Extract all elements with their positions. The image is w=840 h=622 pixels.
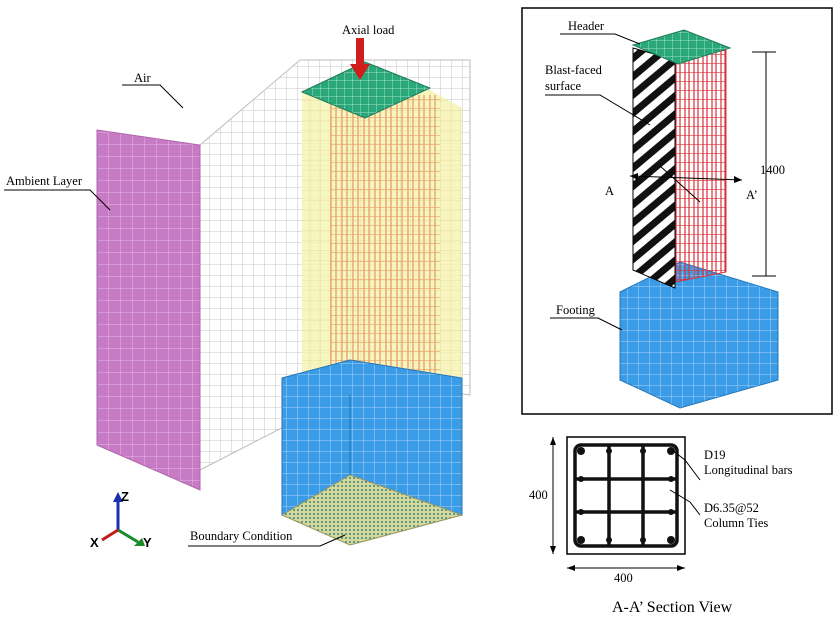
section-view: 400 400 D19 Longitudinal bars D6.35@52 C…: [529, 436, 793, 616]
section-outline: [566, 436, 686, 555]
section-a-left-label: A: [605, 184, 614, 198]
section-height-dimension: 400: [529, 437, 556, 554]
footing-label: Footing: [556, 303, 596, 317]
height-dimension: 1400: [752, 51, 785, 277]
concrete-column: [302, 90, 462, 395]
tie-label-2: Column Ties: [704, 516, 768, 530]
boundary-leader: [188, 534, 346, 547]
header-block: [300, 61, 432, 119]
header-label: Header: [568, 19, 605, 33]
blast-faced-label-2: surface: [545, 79, 582, 93]
tie-label-1: D6.35@52: [704, 501, 759, 515]
detail-rebar-cage: [674, 49, 727, 283]
axial-load-label: Axial load: [342, 23, 395, 37]
perimeter-tie: [573, 443, 679, 548]
blast-faced-leader: [545, 94, 651, 126]
section-width-dimension: 400: [567, 565, 685, 585]
coordinate-axes: Z X Y: [90, 489, 152, 550]
axial-load-arrow: [350, 38, 370, 80]
rebar-leader: [671, 449, 701, 481]
section-width-label: 400: [614, 571, 633, 585]
air-leader: [122, 84, 184, 109]
blast-faced-surface: [632, 47, 676, 289]
section-height-label: 400: [529, 488, 548, 502]
y-axis-label: Y: [143, 535, 152, 550]
section-view-title: A-A’ Section View: [612, 599, 733, 616]
section-a-right-label: A’: [746, 188, 758, 202]
longitudinal-bars: [577, 447, 675, 544]
ambient-leader: [4, 189, 111, 211]
boundary-condition-label: Boundary Condition: [190, 529, 293, 543]
tie-leader: [669, 489, 701, 516]
fe-model: Z X Y Axial load Air Ambient Layer Bound…: [4, 23, 471, 550]
rebar-label-1: D19: [704, 448, 726, 462]
detail-header: [631, 29, 732, 65]
air-label: Air: [134, 71, 152, 85]
header-leader: [560, 33, 641, 45]
section-cut-line: [629, 165, 743, 203]
z-axis-label: Z: [121, 489, 129, 504]
boundary-condition-base: [280, 474, 464, 546]
ambient-layer-label: Ambient Layer: [6, 174, 83, 188]
ambient-layer: [96, 129, 201, 491]
height-dim-label: 1400: [760, 163, 785, 177]
blast-faced-label-1: Blast-faced: [545, 63, 603, 77]
rebar-label-2: Longitudinal bars: [704, 463, 793, 477]
footing-leader: [550, 317, 623, 331]
column-detail-panel: 1400 A A’ Header Blast-faced surface Foo…: [521, 7, 833, 415]
x-axis-label: X: [90, 535, 99, 550]
